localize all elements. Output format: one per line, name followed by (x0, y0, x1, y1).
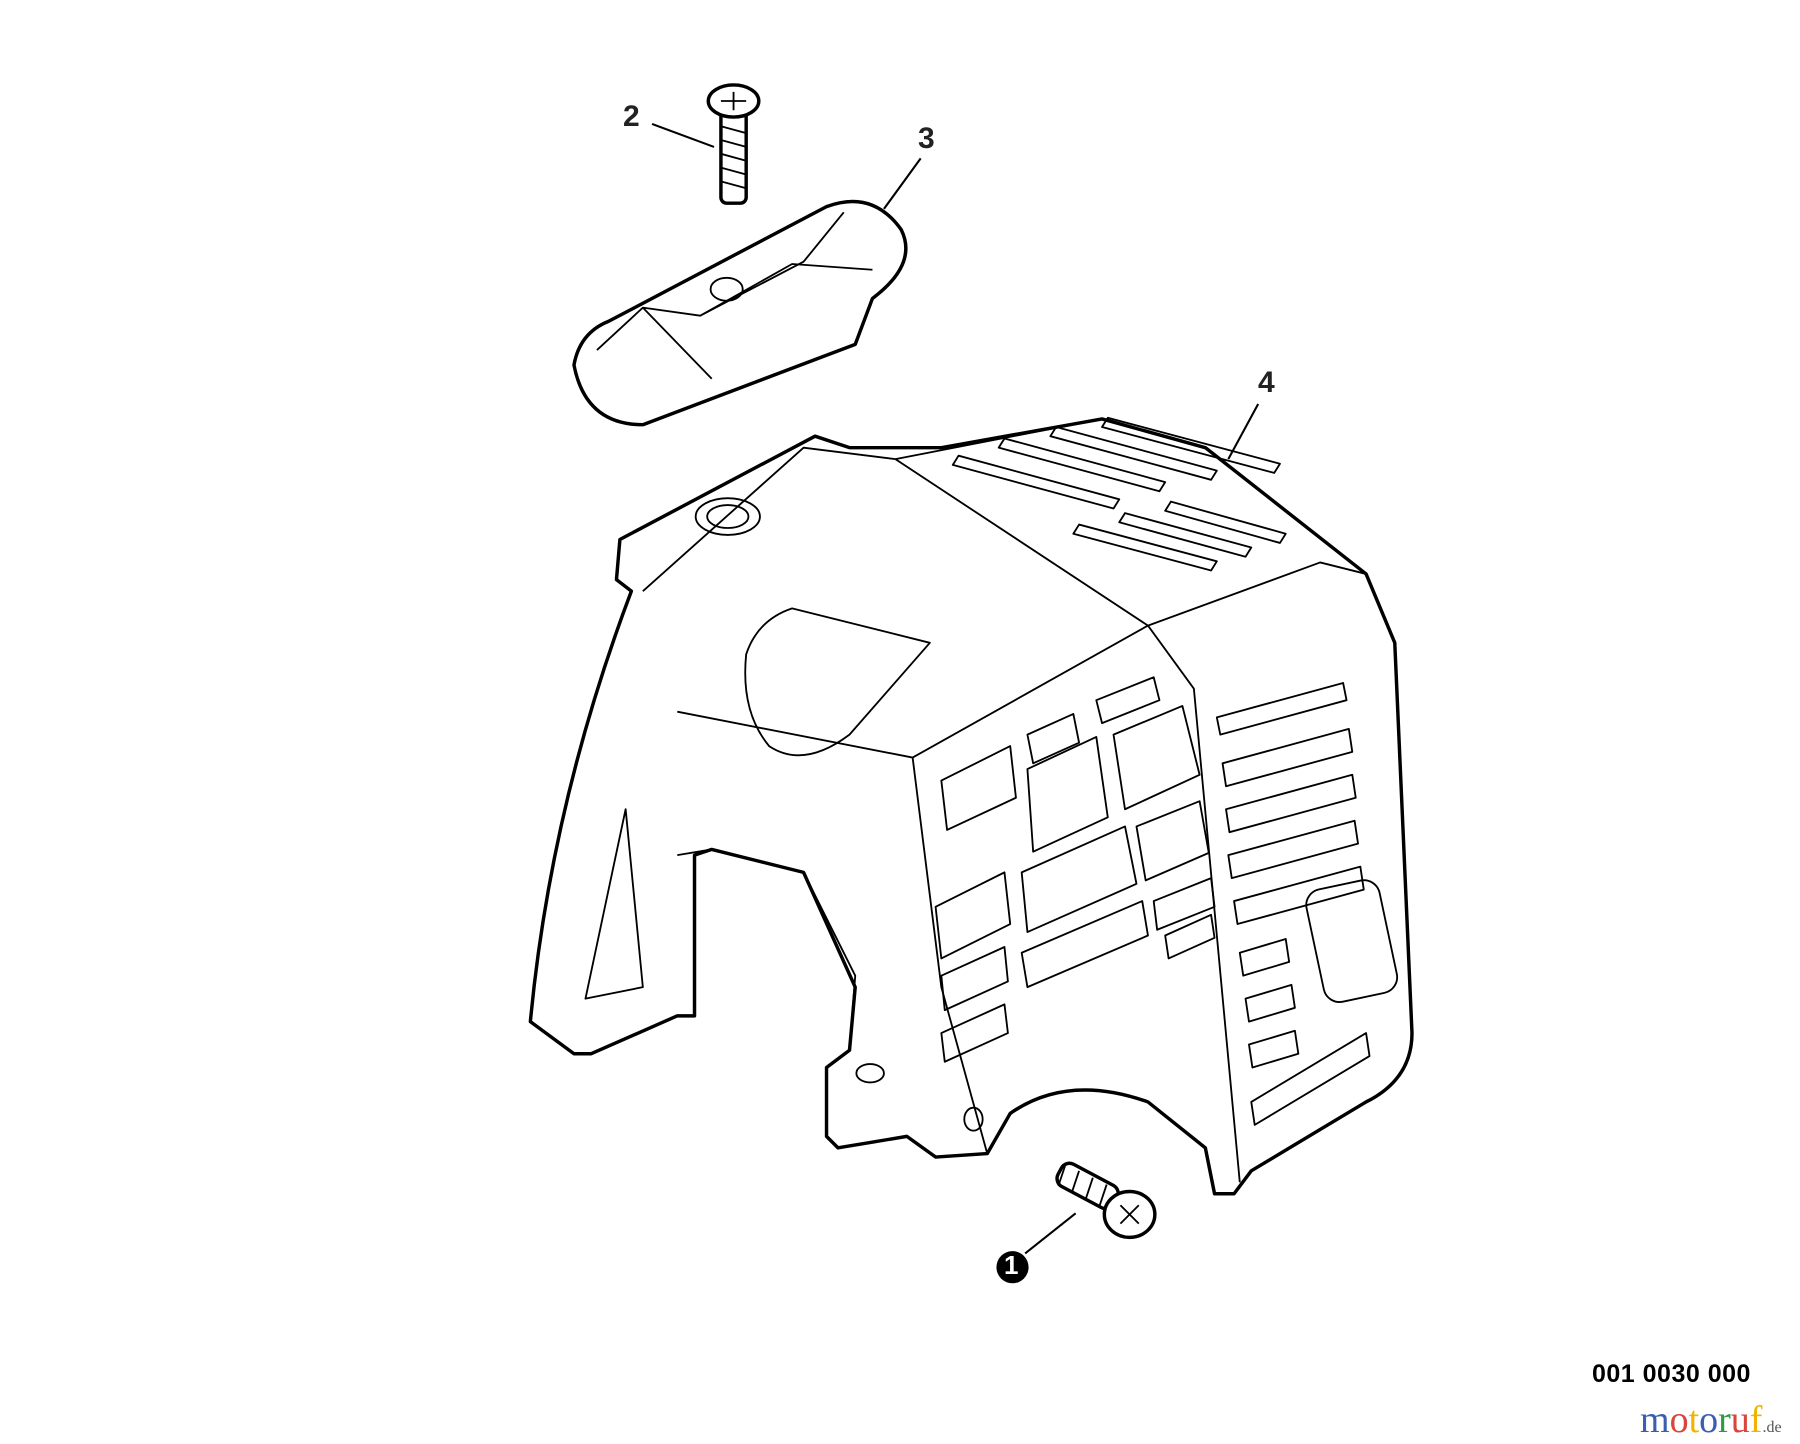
watermark-letter: f (1749, 1399, 1763, 1441)
watermark-letter: m (1640, 1399, 1670, 1441)
cap-part-3 (572, 199, 908, 427)
screw-part-1 (1055, 1161, 1157, 1240)
cover-vents-front (934, 676, 1399, 1126)
cover-part-4 (528, 416, 1414, 1196)
watermark-logo: motoruf.de (1640, 1398, 1782, 1442)
callout-4: 4 (1258, 366, 1275, 399)
drawing-code: 001 0030 000 (1592, 1360, 1751, 1388)
watermark-letter: u (1730, 1399, 1750, 1441)
screw-part-2 (706, 83, 761, 205)
leader-line-1 (1024, 1212, 1077, 1255)
cover-vents-top (951, 416, 1287, 572)
leader-line-3 (883, 157, 922, 210)
watermark-letter: r (1718, 1399, 1731, 1441)
watermark-letter: o (1699, 1399, 1719, 1441)
watermark-letter: o (1669, 1399, 1689, 1441)
watermark-suffix: .de (1762, 1419, 1782, 1436)
callout-3: 3 (918, 122, 935, 155)
watermark-letter: t (1688, 1399, 1700, 1441)
callout-1-badge (996, 1251, 1029, 1284)
watermark-text: motoruf (1640, 1399, 1762, 1441)
callout-2: 2 (623, 100, 640, 133)
leader-line-4 (1227, 403, 1260, 460)
leader-line-2 (651, 122, 715, 148)
callout-1: 1 (1004, 1250, 1019, 1280)
